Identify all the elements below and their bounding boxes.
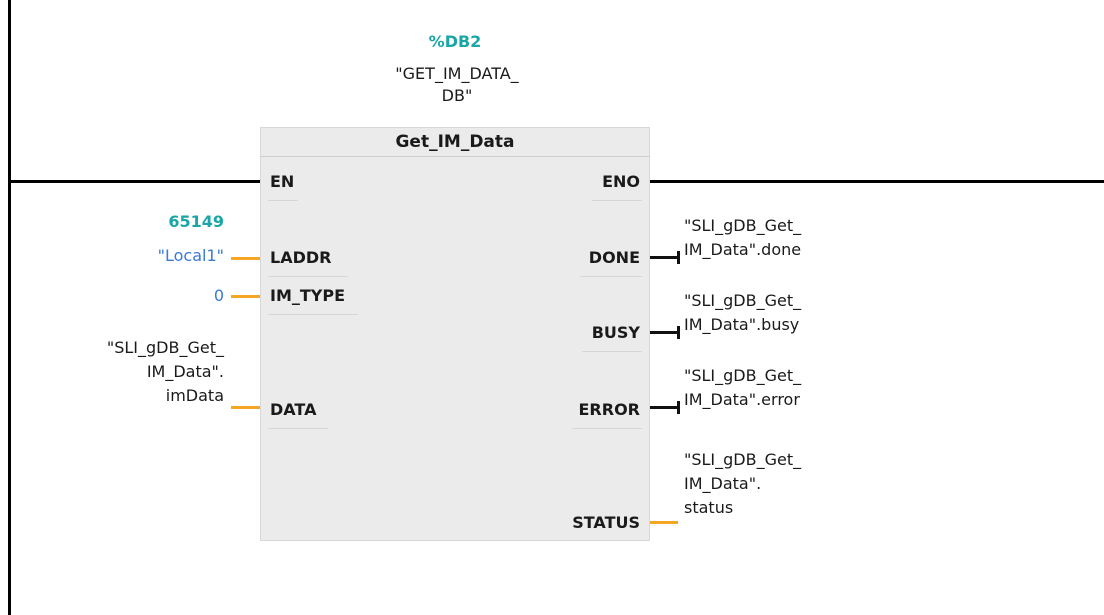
data-operand-line1[interactable]: "SLI_gDB_Get_ — [106, 338, 224, 357]
done-wire — [650, 256, 677, 259]
pin-error: ERROR — [578, 400, 641, 419]
done-operand-line2[interactable]: IM_Data".done — [684, 240, 802, 259]
busy-operand-line1[interactable]: "SLI_gDB_Get_ — [684, 291, 802, 310]
pin-eno: ENO — [602, 172, 640, 191]
error-operand-line1[interactable]: "SLI_gDB_Get_ — [684, 366, 802, 385]
status-operand-line3[interactable]: status — [684, 498, 734, 517]
laddr-tag[interactable]: "Local1" — [157, 246, 224, 265]
laddr-wire — [231, 257, 260, 260]
status-operand-line1[interactable]: "SLI_gDB_Get_ — [684, 450, 802, 469]
status-wire — [650, 521, 678, 524]
busy-coil-tick — [677, 326, 680, 339]
instance-db-name-line2: DB" — [441, 86, 473, 105]
rung-wire-right — [650, 180, 1104, 183]
pin-im-type: IM_TYPE — [270, 286, 346, 305]
error-coil-tick — [677, 401, 680, 414]
instance-db-name-line1: "GET_IM_DATA_ — [395, 64, 519, 83]
pin-en: EN — [270, 172, 295, 191]
pin-data: DATA — [270, 400, 317, 419]
im-type-wire — [231, 295, 260, 298]
pin-en-underline — [268, 200, 298, 201]
data-wire — [231, 406, 260, 409]
im-type-constant[interactable]: 0 — [213, 286, 224, 305]
error-operand-line2[interactable]: IM_Data".error — [684, 390, 800, 409]
busy-operand-line2[interactable]: IM_Data".busy — [684, 315, 800, 334]
function-block[interactable] — [260, 127, 650, 541]
done-operand-line1[interactable]: "SLI_gDB_Get_ — [684, 216, 802, 235]
data-operand-line2[interactable]: IM_Data". — [146, 362, 224, 381]
pin-laddr: LADDR — [270, 248, 332, 267]
block-title: Get_IM_Data — [260, 127, 650, 157]
pin-status: STATUS — [572, 513, 640, 532]
busy-wire — [650, 331, 677, 334]
pin-laddr-underline — [268, 276, 348, 277]
pin-data-underline — [268, 428, 328, 429]
pin-busy-underline — [582, 351, 642, 352]
status-operand-line2[interactable]: IM_Data". — [684, 474, 762, 493]
pin-im-type-underline — [268, 314, 358, 315]
pin-error-underline — [572, 428, 642, 429]
instance-db-number: %DB2 — [428, 32, 482, 51]
pin-busy: BUSY — [591, 323, 640, 342]
done-coil-tick — [677, 251, 680, 264]
pin-eno-underline — [592, 200, 642, 201]
rung-wire-left — [8, 180, 260, 183]
pin-done-underline — [580, 276, 642, 277]
pin-done: DONE — [588, 248, 640, 267]
power-rail — [8, 0, 11, 615]
data-operand-line3[interactable]: imData — [165, 386, 224, 405]
error-wire — [650, 406, 677, 409]
laddr-constant: 65149 — [168, 212, 224, 231]
